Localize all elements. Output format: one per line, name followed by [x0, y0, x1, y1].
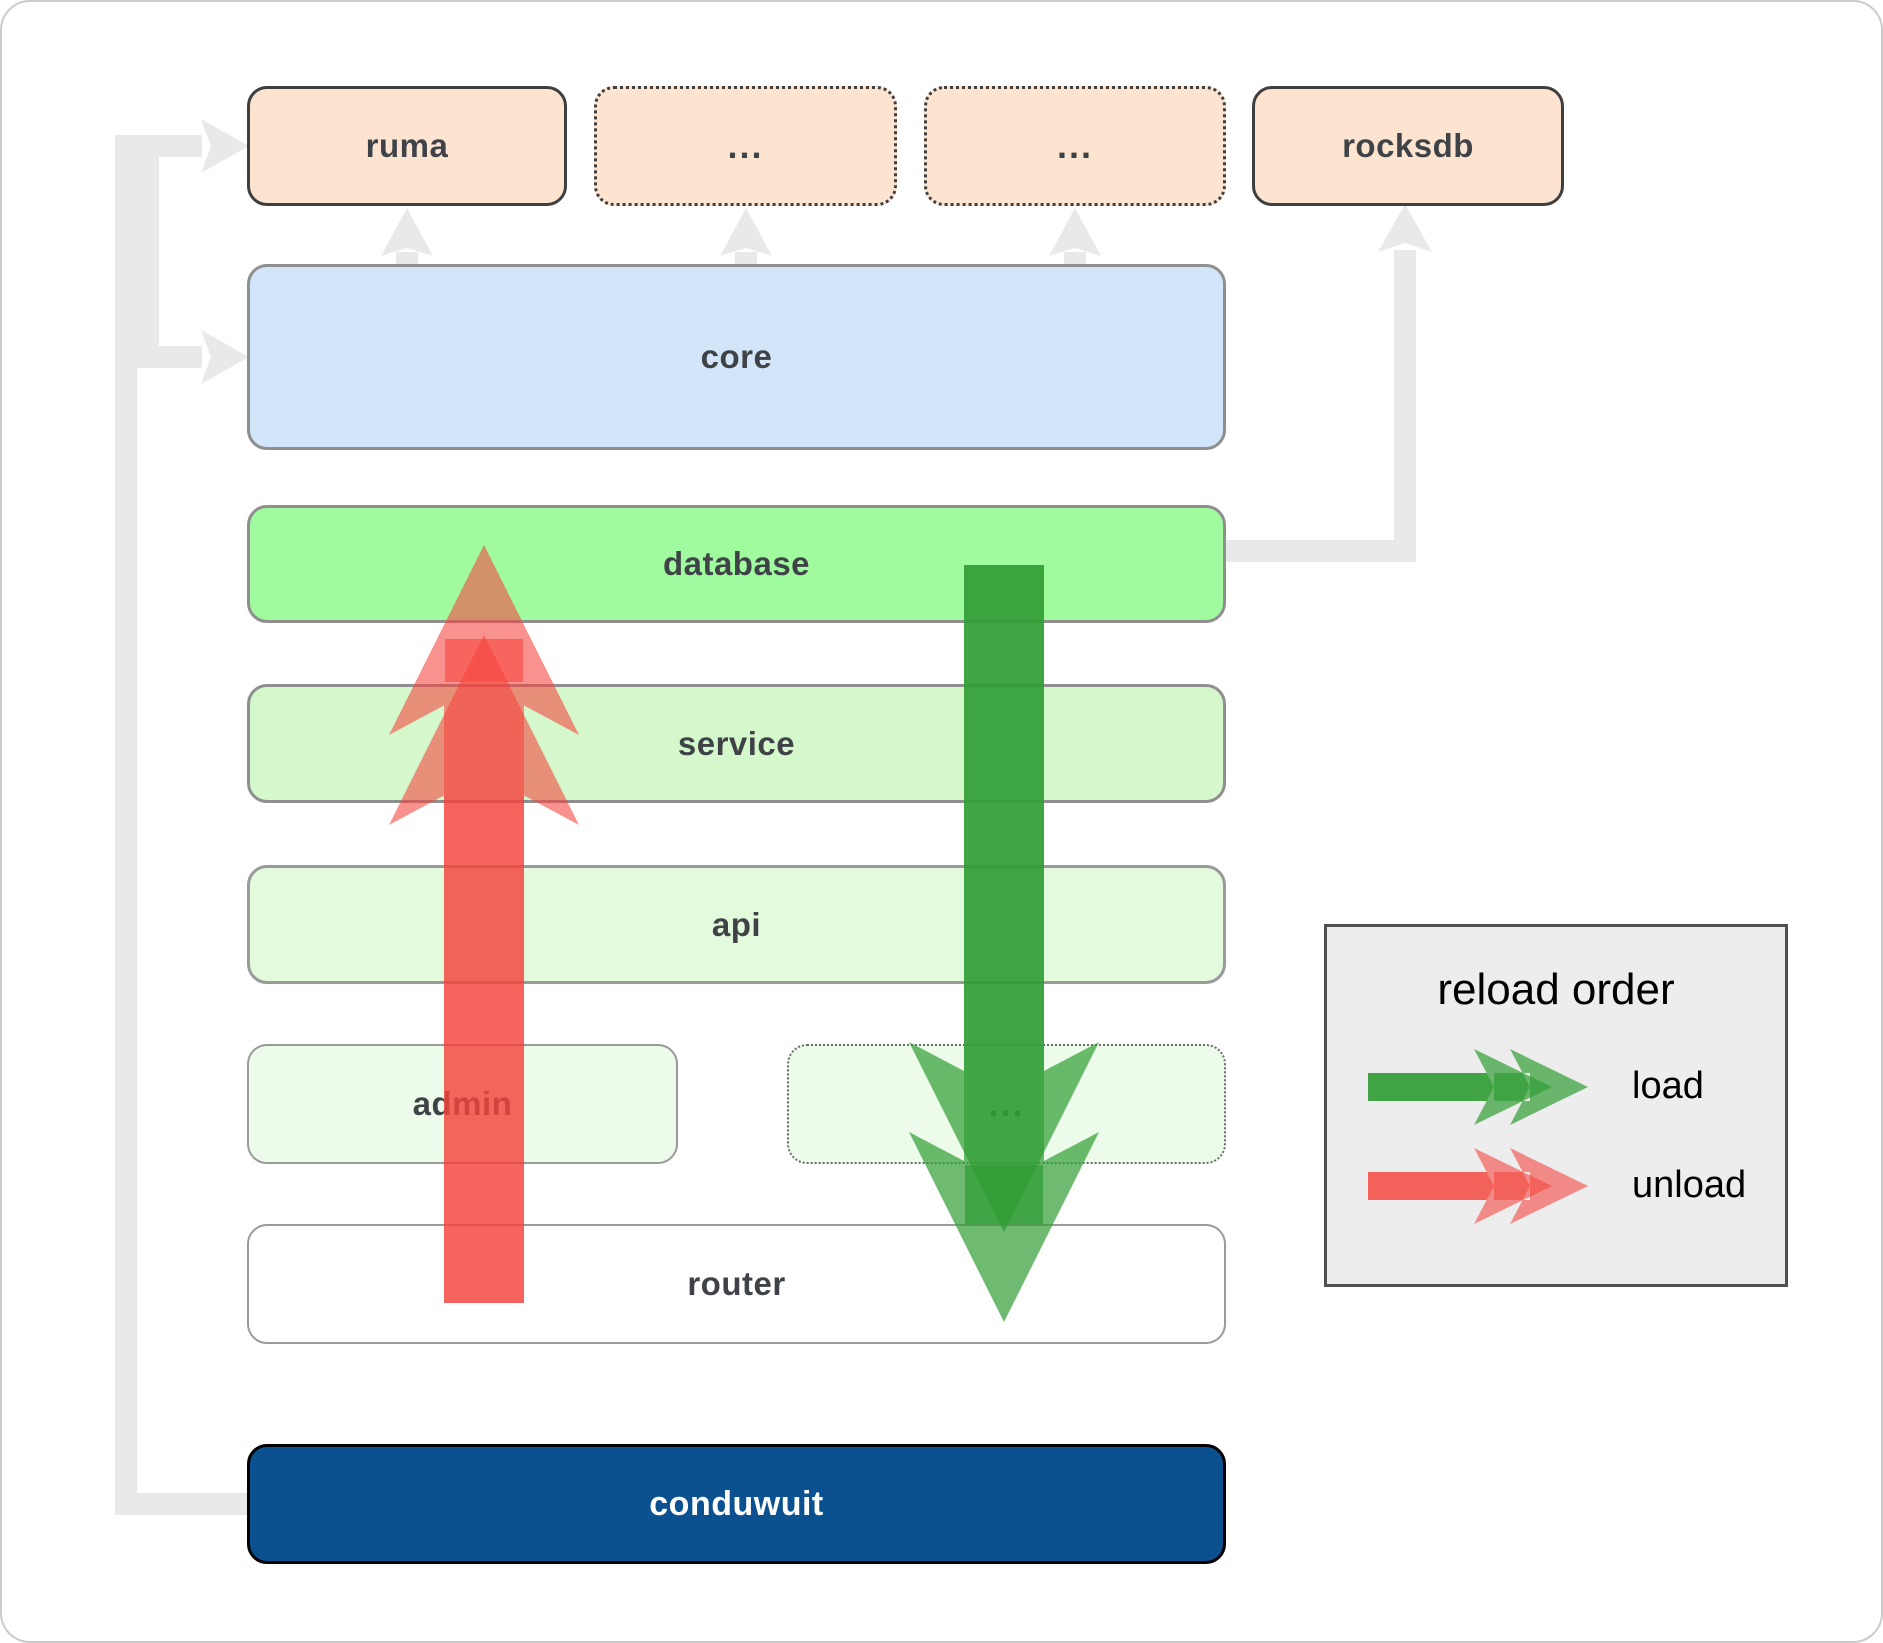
connector-branch-to-core — [137, 157, 202, 368]
node-service: service — [247, 684, 1226, 803]
node-conduwuit: conduwuit — [247, 1444, 1226, 1564]
legend-title: reload order — [1437, 965, 1675, 1014]
legend-unload-arrow-inner — [1368, 1148, 1552, 1224]
connector-database-to-rocksdb — [1226, 250, 1416, 562]
node-api-label: api — [711, 905, 762, 943]
node-router: router — [247, 1224, 1226, 1344]
connector-conduwuit-to-ruma — [115, 135, 247, 1515]
node-row1-dots-b-label: ... — [1056, 125, 1093, 166]
legend-load-label: load — [1632, 1065, 1704, 1107]
node-core-label: core — [700, 338, 773, 375]
node-admin-dots: ... — [787, 1044, 1226, 1164]
node-admin-dots-label: ... — [988, 1083, 1025, 1124]
node-ruma: ruma — [247, 86, 567, 206]
node-row1-dots-a: ... — [594, 86, 897, 206]
legend-unload-label: unload — [1632, 1164, 1747, 1206]
node-ruma-label: ruma — [365, 127, 449, 164]
arrowhead-into-ruma — [201, 119, 249, 173]
node-conduwuit-label: conduwuit — [649, 1484, 824, 1523]
node-rocksdb: rocksdb — [1252, 86, 1564, 206]
arrowhead-into-rocksdb — [1378, 204, 1432, 252]
node-database-label: database — [662, 545, 811, 582]
legend-reload-order: reload order load unload — [1324, 924, 1788, 1287]
legend-arrows — [1368, 1049, 1588, 1224]
node-admin-label: admin — [412, 1085, 513, 1122]
node-database: database — [247, 505, 1226, 623]
arrowhead-into-core — [201, 330, 249, 384]
arrowhead-core-to-dots1 — [720, 208, 772, 256]
node-row1-dots-b: ... — [924, 86, 1226, 206]
node-rocksdb-label: rocksdb — [1342, 127, 1474, 164]
legend-load-arrow-inner — [1368, 1049, 1552, 1125]
arrowhead-core-to-ruma — [381, 208, 433, 256]
node-row1-dots-a-label: ... — [727, 125, 764, 166]
arrowhead-core-to-dots2 — [1049, 208, 1101, 256]
node-router-label: router — [687, 1265, 786, 1302]
node-admin: admin — [247, 1044, 678, 1164]
node-core: core — [247, 264, 1226, 450]
node-api: api — [247, 865, 1226, 984]
node-service-label: service — [677, 724, 796, 762]
